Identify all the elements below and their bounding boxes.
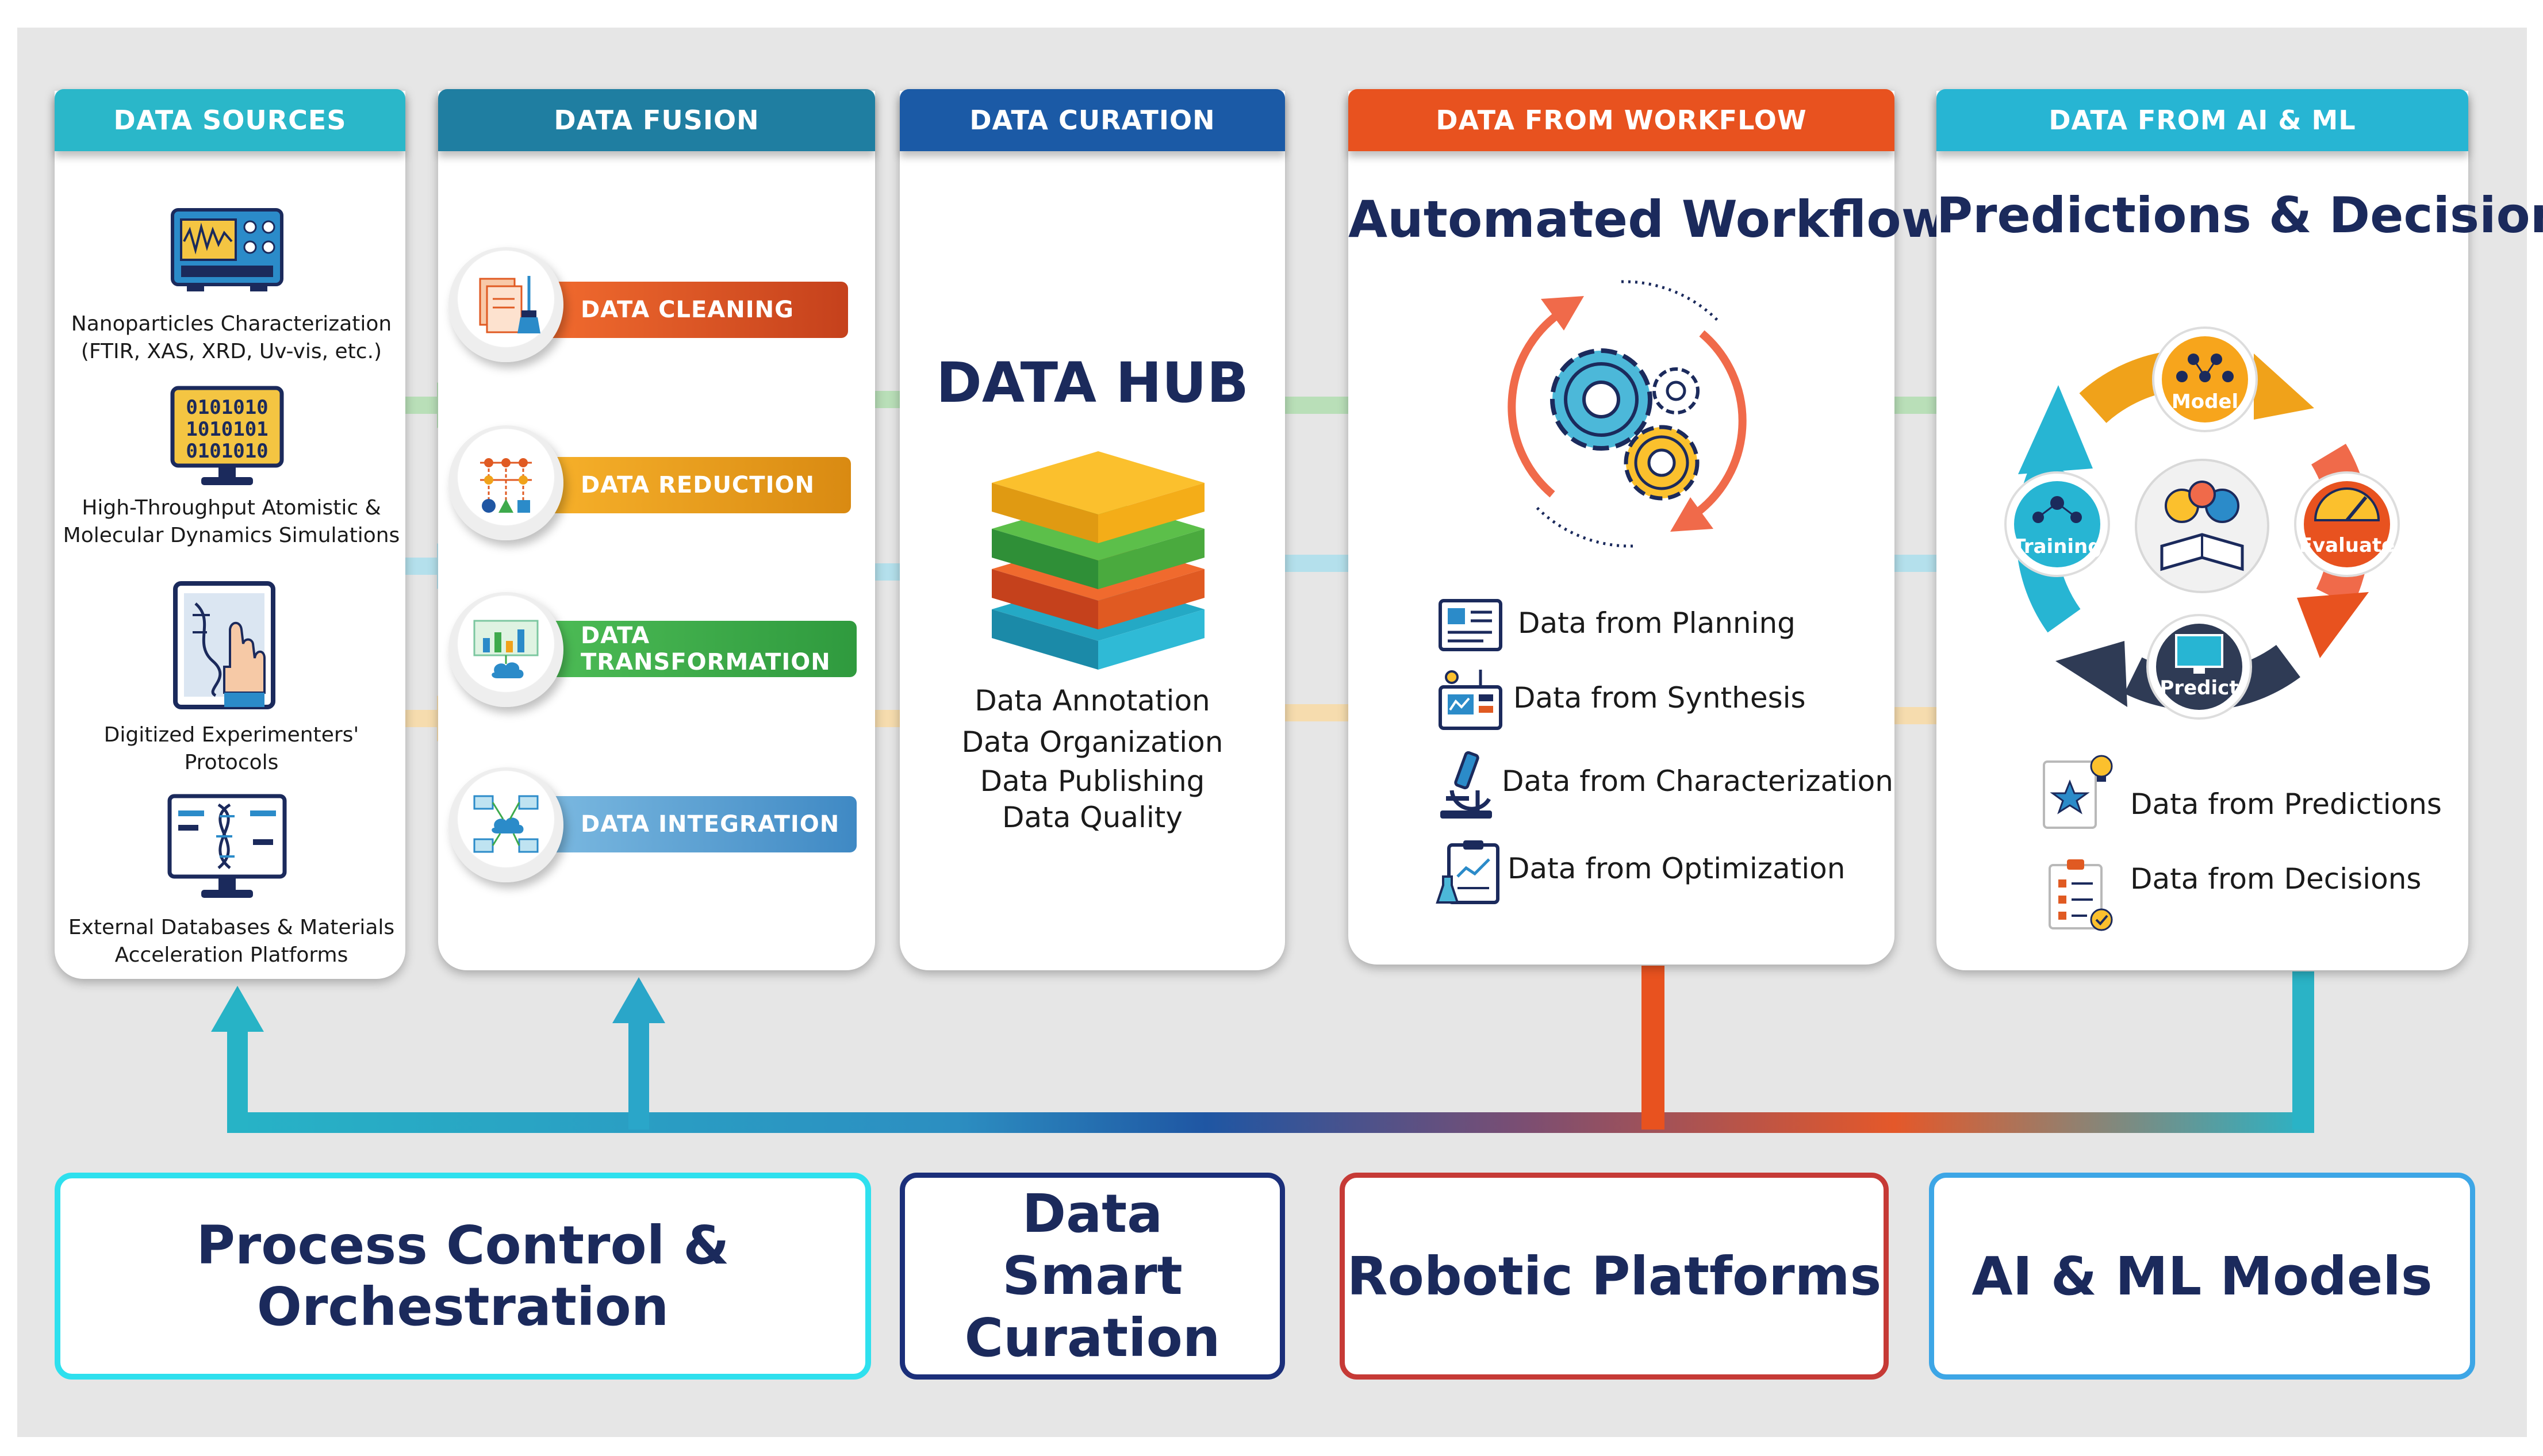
- data-fusion-header: DATA FUSION: [438, 89, 875, 151]
- ai-item-predictions: Data from Predictions: [2130, 787, 2442, 821]
- tablet-touch-icon: [173, 581, 275, 709]
- source-label-nanoparticles-line2: (FTIR, XAS, XRD, Uv-vis, etc.): [80, 340, 382, 363]
- workflow-item-synthesis: Data from Synthesis: [1513, 681, 1806, 714]
- data-sources-header: DATA SOURCES: [55, 89, 405, 151]
- workflow-item-characterization: Data from Characterization: [1502, 765, 1893, 798]
- predict-node: Predict: [2146, 614, 2252, 720]
- source-label-simulations-line1: High-Throughput Atomistic &: [82, 496, 381, 520]
- source-label-databases: External Databases & Materials Accelerat…: [55, 914, 408, 969]
- hub-item-quality: Data Quality: [1002, 801, 1183, 834]
- predictions-decisions-title: Predictions & Decisions: [1936, 187, 2543, 244]
- cycle-arrow-bottom: [2055, 641, 2127, 707]
- evaluate-node: Evaluate: [2294, 471, 2400, 577]
- optimization-clipboard-icon: [1436, 840, 1499, 904]
- data-integration-bar: DATA INTEGRATION: [552, 796, 857, 852]
- source-label-databases-line1: External Databases & Materials: [68, 916, 395, 939]
- robotic-platforms-label: Robotic Platforms: [1347, 1245, 1882, 1307]
- cycle-label-training: Training: [2012, 535, 2101, 558]
- source-label-protocols-line2: Protocols: [184, 751, 279, 774]
- data-curation-header: DATA CURATION: [900, 89, 1285, 151]
- ai-cycle-diagram: Model Evaluate Predict Training: [2004, 326, 2400, 720]
- svg-text:1010101: 1010101: [186, 418, 268, 441]
- source-label-simulations-line2: Molecular Dynamics Simulations: [63, 524, 400, 547]
- training-node: Training: [2004, 471, 2110, 577]
- loop-bar: [227, 1112, 2314, 1133]
- oscilloscope-icon: [171, 208, 283, 291]
- process-control-label: Process Control & Orchestration: [196, 1215, 730, 1338]
- cycle-arrow-right: [2297, 592, 2369, 658]
- data-reduction-bar: DATA REDUCTION: [552, 457, 851, 513]
- data-ai-ml-header: DATA FROM AI & ML: [1936, 89, 2468, 151]
- ai-ml-models-label: AI & ML Models: [1972, 1245, 2433, 1307]
- automated-workflow-title: Automated Workflow: [1348, 190, 1949, 249]
- gears-cycle-icon: [1508, 280, 1747, 548]
- cycle-label-model: Model: [2172, 390, 2238, 413]
- data-cleaning-bar: DATA CLEANING: [552, 282, 848, 338]
- layered-stack-icon: [992, 451, 1205, 670]
- svg-text:0101010: 0101010: [186, 440, 268, 463]
- hub-item-organization: Data Organization: [961, 725, 1223, 759]
- cycle-label-predict: Predict: [2160, 677, 2238, 700]
- model-node: Model: [2152, 326, 2258, 432]
- smart-curation-line3: Curation: [964, 1307, 1221, 1369]
- data-cleaning-badge: [448, 247, 563, 362]
- data-smart-curation-box: Data Smart Curation: [900, 1173, 1285, 1380]
- source-label-protocols-line1: Digitized Experimenters': [103, 723, 359, 747]
- cloud-network-icon: [473, 795, 539, 853]
- data-reduction-badge: [448, 425, 563, 540]
- source-label-nanoparticles: Nanoparticles Characterization (FTIR, XA…: [55, 310, 408, 366]
- smart-curation-line2: Smart: [1002, 1245, 1183, 1307]
- loop-drop-ai: [2292, 971, 2314, 1130]
- network-nodes-icon: [480, 458, 532, 513]
- document-star-icon: [2043, 755, 2113, 829]
- process-control-box: Process Control & Orchestration: [55, 1173, 871, 1380]
- hub-item-annotation: Data Annotation: [975, 684, 1210, 717]
- ai-ml-models-box: AI & ML Models: [1929, 1173, 2475, 1380]
- clipboard-icon: [1439, 599, 1502, 651]
- ai-item-decisions: Data from Decisions: [2130, 862, 2422, 896]
- loop-rise-fusion: [628, 1020, 649, 1130]
- data-hub-title: DATA HUB: [936, 351, 1249, 415]
- cycle-arrow-top: [2254, 354, 2314, 420]
- data-workflow-header: DATA FROM WORKFLOW: [1348, 89, 1894, 151]
- checklist-icon: [2049, 859, 2113, 931]
- synthesis-machine-icon: [1439, 670, 1502, 730]
- workflow-item-planning: Data from Planning: [1518, 606, 1796, 640]
- microscope-icon: [1440, 751, 1492, 819]
- binary-monitor-icon: 0101010 1010101 0101010: [170, 386, 284, 485]
- source-label-nanoparticles-line1: Nanoparticles Characterization: [71, 312, 392, 336]
- cycle-arrow-left: [2018, 385, 2093, 474]
- robotic-platforms-box: Robotic Platforms: [1340, 1173, 1889, 1380]
- svg-text:0101010: 0101010: [186, 396, 268, 419]
- loop-arrowhead-fusion: [612, 977, 665, 1023]
- brain-book-icon: [2135, 459, 2269, 593]
- data-transformation-badge: [448, 592, 563, 707]
- data-integration-badge: [448, 767, 563, 882]
- chart-cloud-icon: [473, 620, 539, 678]
- data-transformation-bar: DATA TRANSFORMATION: [552, 621, 857, 677]
- source-label-protocols: Digitized Experimenters' Protocols: [55, 721, 408, 777]
- hub-item-publishing: Data Publishing: [980, 765, 1205, 798]
- source-label-simulations: High-Throughput Atomistic & Molecular Dy…: [55, 494, 408, 550]
- source-label-databases-line2: Acceleration Platforms: [114, 943, 348, 967]
- cycle-label-evaluate: Evaluate: [2299, 534, 2395, 557]
- dna-monitor-icon: [167, 794, 287, 898]
- smart-curation-line1: Data: [1022, 1183, 1163, 1244]
- loop-drop-workflow: [1641, 966, 1664, 1130]
- loop-rise-sources: [227, 1029, 248, 1130]
- workflow-item-optimization: Data from Optimization: [1508, 852, 1846, 885]
- documents-brush-icon: [479, 276, 540, 333]
- loop-arrowhead-sources: [211, 986, 264, 1032]
- data-workflow-panel: [1348, 91, 1894, 965]
